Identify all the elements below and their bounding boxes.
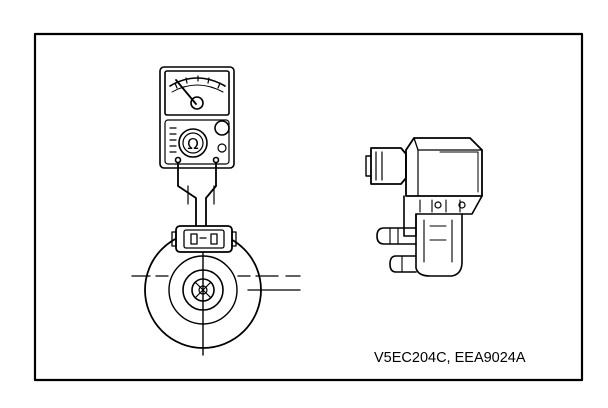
valve-nipple-upper [376,227,417,245]
valve-top-view [131,231,301,356]
range-dial [178,128,208,158]
ohmmeter-symbol: Ω [187,135,198,153]
ohmmeter-case [159,66,235,169]
jack-right [212,156,220,164]
ohmmeter-display [164,70,230,116]
figure-border [33,32,584,382]
zero-adjust-knob [214,120,230,136]
solenoid-valve-icon [365,137,483,277]
test-leads [177,162,217,227]
jack-left [174,156,182,164]
valve-nipple-lower [389,255,417,273]
ohmmeter-icon: Ω [159,66,235,169]
connector-icon [171,225,237,253]
ohmmeter-needle [175,79,197,105]
figure-caption: V5EC204C, EEA9024A [374,350,526,366]
